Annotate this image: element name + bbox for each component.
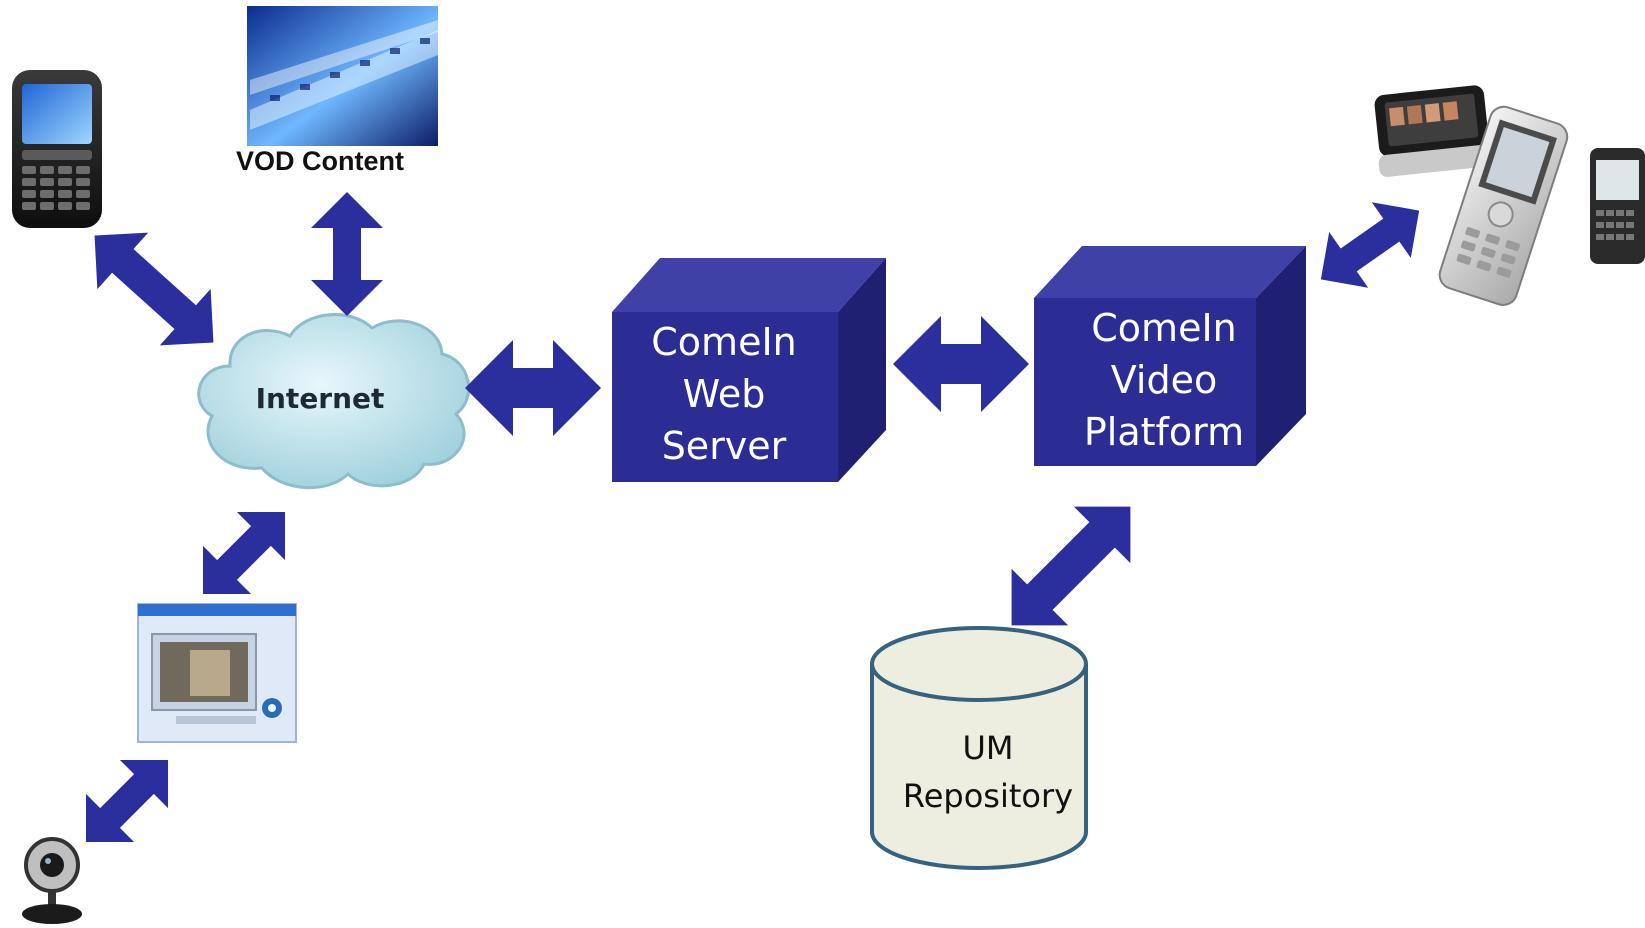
- web-server-label: ComeIn Web Server: [614, 316, 834, 472]
- webcam-icon: [22, 837, 82, 924]
- um-repository-label: UM Repository: [878, 724, 1098, 820]
- video-platform-cube: [1034, 246, 1306, 466]
- web-server-label-line-1: ComeIn: [651, 320, 797, 364]
- arrow-vod-internet: [311, 192, 383, 316]
- video-platform-label: ComeIn Video Platform: [1034, 302, 1294, 458]
- arrow-internet-webserver: [465, 340, 601, 436]
- arrow-videoplatform-repository: [1011, 506, 1131, 626]
- vod-content-label: VOD Content: [236, 146, 404, 176]
- web-server-label-line-2: Web: [682, 372, 766, 416]
- web-server-label-line-3: Server: [661, 424, 787, 468]
- video-platform-label-line-2: Video: [1110, 358, 1218, 402]
- arrow-desktop-webcam: [85, 759, 169, 843]
- um-repository-cylinder: [870, 626, 1088, 870]
- video-platform-label-line-1: ComeIn: [1091, 306, 1237, 350]
- cloud-icon: [197, 313, 471, 490]
- desktop-window-icon: [137, 603, 297, 743]
- um-repository-label-line-2: Repository: [902, 777, 1074, 815]
- arrow-phone-internet: [94, 232, 214, 346]
- arrow-internet-desktop: [202, 511, 286, 595]
- film-reel-icon: [247, 6, 438, 146]
- arrow-videoplatform-mobiles: [1320, 202, 1420, 288]
- mobile-phones-icon: [1374, 85, 1645, 306]
- web-server-cube: [612, 258, 886, 482]
- um-repository-label-line-1: UM: [962, 729, 1014, 767]
- video-platform-label-line-3: Platform: [1083, 410, 1245, 454]
- internet-label: Internet: [255, 382, 385, 415]
- arrow-webserver-videoplatform: [893, 316, 1029, 412]
- smartphone-icon: [12, 70, 102, 228]
